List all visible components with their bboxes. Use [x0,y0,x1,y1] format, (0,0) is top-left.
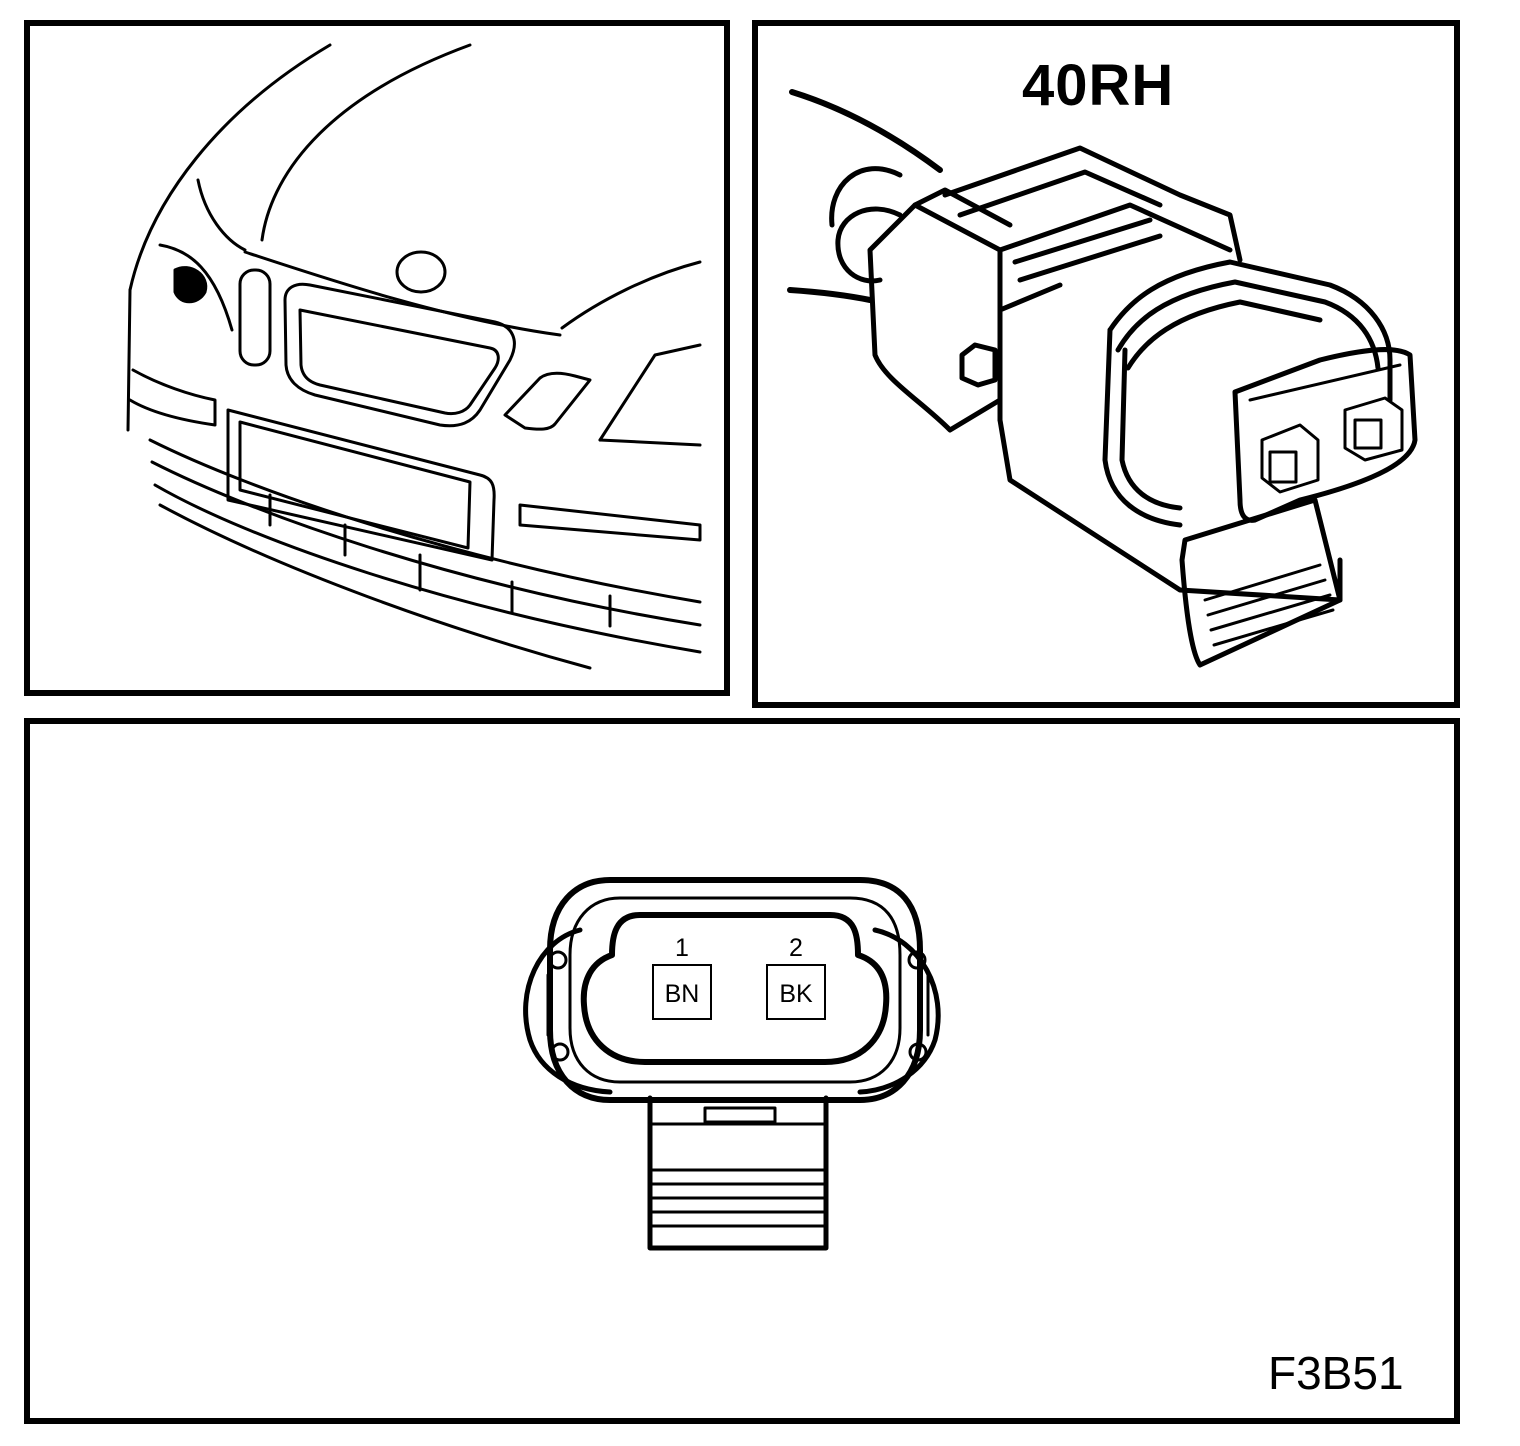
connector-drawing [787,89,1418,668]
badge-emblem [395,250,447,294]
pin-1-wire-color: BN [652,964,712,1020]
connector-face-panel [24,718,1460,1424]
figure-code: F3B51 [1268,1347,1404,1399]
connector-id-label: 40RH [1022,53,1175,118]
car-front-drawing [126,43,702,670]
connector-face-drawing [523,877,941,1251]
pin-1-number: 1 [675,934,689,962]
car-front-panel [24,20,730,696]
pin-2-wire-color: BK [766,964,826,1020]
pin-2-number: 2 [789,934,803,962]
